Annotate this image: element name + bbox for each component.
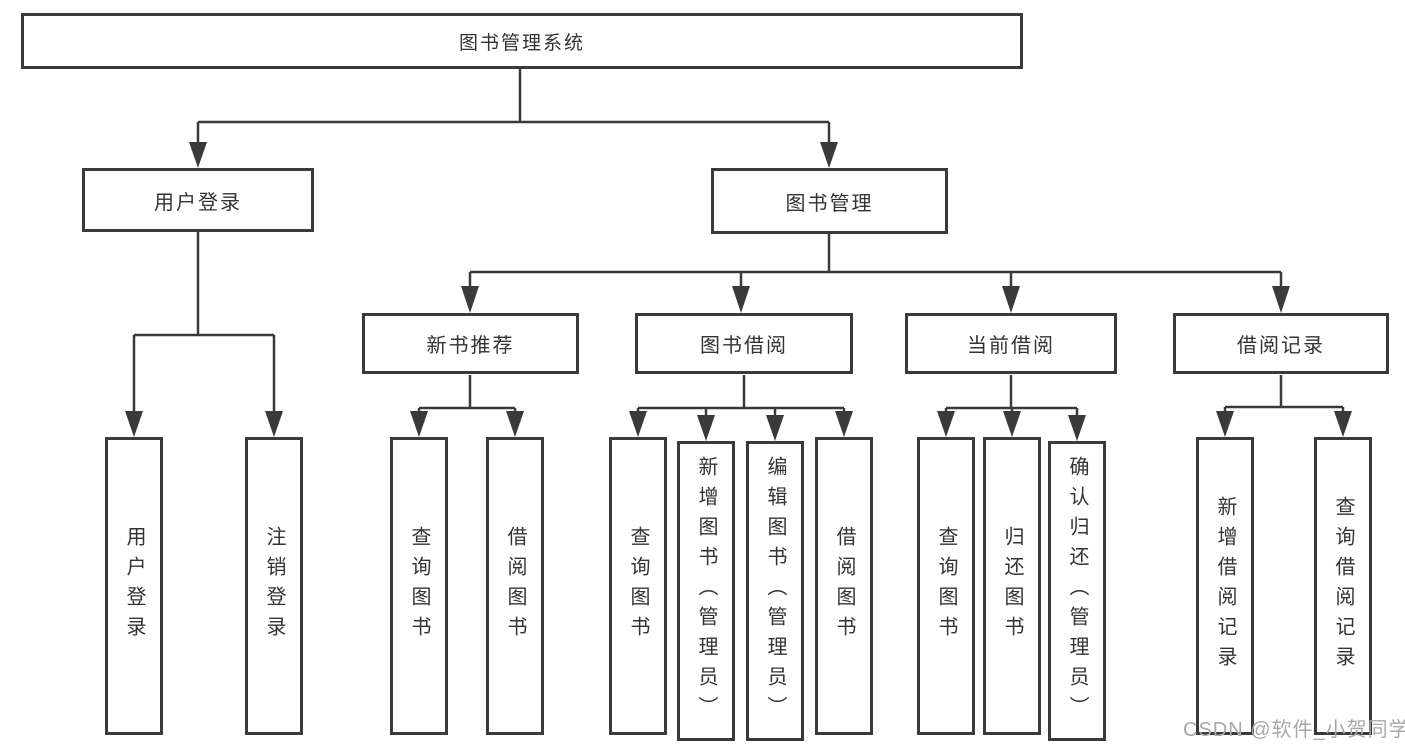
node-book-borrow-label: 图书借阅 (700, 335, 788, 357)
leaf-add-book-admin-label: 新增图书（管理员） (695, 456, 717, 726)
leaf-query-book-recommend-label: 查询图书 (408, 526, 430, 646)
node-new-book-recommend-label: 新书推荐 (426, 335, 515, 357)
leaf-query-book-current: 查询图书 (917, 437, 975, 735)
leaf-add-borrow-record: 新增借阅记录 (1196, 437, 1254, 735)
leaf-query-borrow-record: 查询借阅记录 (1314, 437, 1372, 735)
leaf-add-book-admin: 新增图书（管理员） (677, 441, 735, 741)
node-borrow-records-label: 借阅记录 (1237, 335, 1325, 357)
node-borrow-records: 借阅记录 (1173, 313, 1389, 374)
watermark: CSDN @软件_小贺同学 (1183, 719, 1405, 741)
node-root-label: 图书管理系统 (458, 32, 585, 54)
node-user-login: 用户登录 (82, 168, 314, 232)
leaf-query-book-recommend: 查询图书 (390, 437, 448, 735)
node-book-management: 图书管理 (711, 168, 948, 234)
leaf-borrow-book-label: 借阅图书 (833, 526, 855, 646)
leaf-return-book: 归还图书 (983, 437, 1041, 735)
leaf-logout: 注销登录 (245, 437, 303, 735)
leaf-query-book-borrow-label: 查询图书 (627, 526, 649, 646)
leaf-return-book-label: 归还图书 (1001, 526, 1023, 646)
leaf-query-book-borrow: 查询图书 (609, 437, 667, 735)
leaf-borrow-book-recommend-label: 借阅图书 (504, 526, 526, 646)
node-user-login-label: 用户登录 (154, 191, 242, 214)
leaf-borrow-book-recommend: 借阅图书 (486, 437, 544, 735)
leaf-edit-book-admin: 编辑图书（管理员） (746, 441, 804, 741)
node-root: 图书管理系统 (21, 13, 1023, 69)
node-current-borrow-label: 当前借阅 (967, 335, 1055, 357)
node-book-management-label: 图书管理 (785, 192, 874, 215)
leaf-edit-book-admin-label: 编辑图书（管理员） (764, 456, 786, 726)
leaf-borrow-book: 借阅图书 (815, 437, 873, 735)
leaf-user-login-label: 用户登录 (123, 526, 145, 646)
node-current-borrow: 当前借阅 (905, 313, 1117, 374)
leaf-confirm-return-admin-label: 确认归还（管理员） (1066, 456, 1088, 726)
leaf-query-borrow-record-label: 查询借阅记录 (1332, 496, 1354, 676)
leaf-user-login: 用户登录 (105, 437, 163, 735)
leaf-logout-label: 注销登录 (263, 526, 285, 646)
leaf-add-borrow-record-label: 新增借阅记录 (1214, 496, 1236, 676)
node-book-borrow: 图书借阅 (635, 313, 853, 374)
leaf-query-book-current-label: 查询图书 (935, 526, 957, 646)
node-new-book-recommend: 新书推荐 (362, 313, 579, 374)
leaf-confirm-return-admin: 确认归还（管理员） (1048, 441, 1106, 741)
